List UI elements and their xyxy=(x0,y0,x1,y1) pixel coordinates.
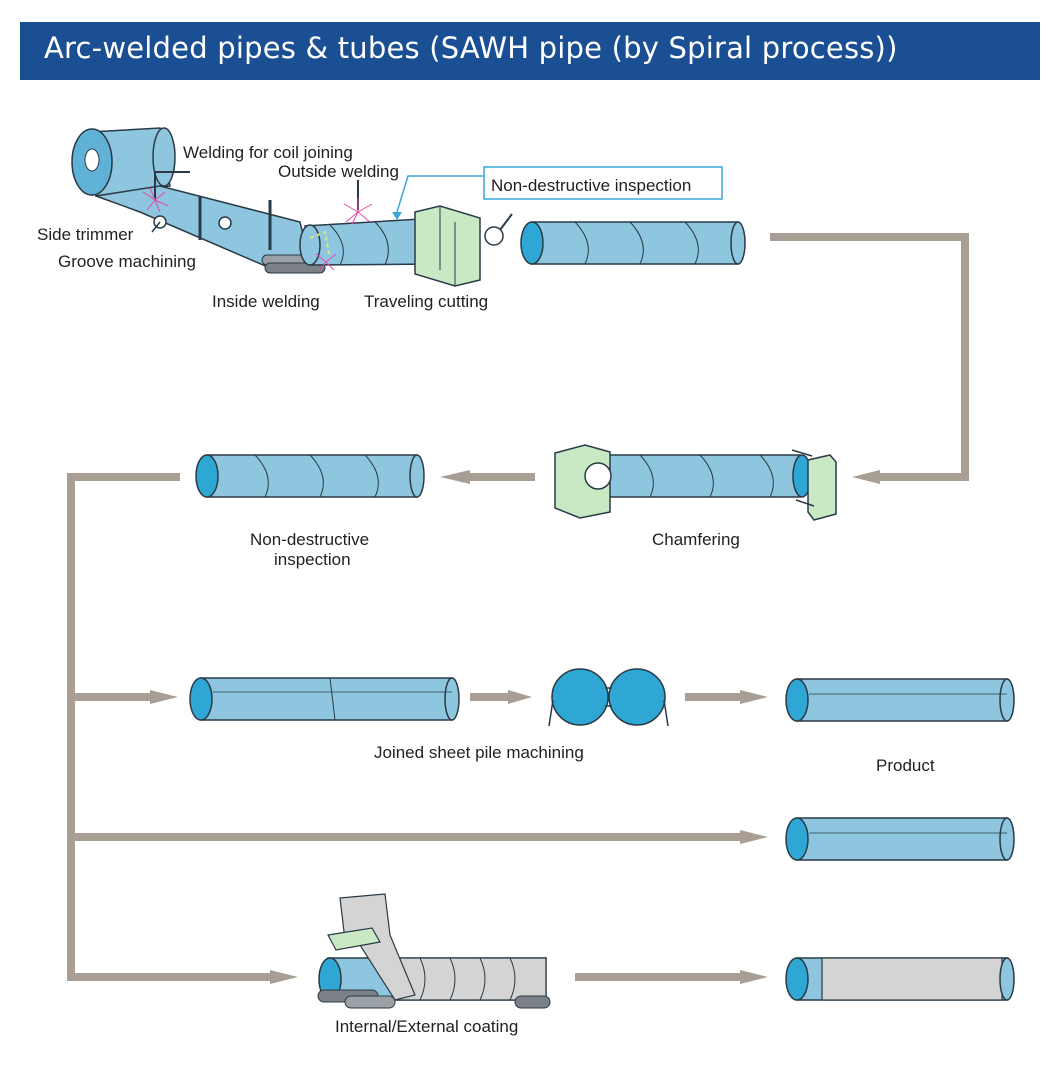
flow-arrow-to-sheetpile xyxy=(508,690,532,704)
chamfering-machine xyxy=(554,444,837,521)
coil-welding-torch xyxy=(154,171,190,200)
ndi-callout-leader xyxy=(396,175,485,213)
inside-weld-sparks-icon xyxy=(315,253,337,271)
inside-weld-path xyxy=(309,230,331,259)
coil-weld-sparks-icon xyxy=(142,187,169,213)
label-traveling-cutting: Traveling cutting xyxy=(364,292,488,311)
label-ndi-callout: Non-destructive inspection xyxy=(491,176,691,195)
coating-bracket xyxy=(327,927,381,951)
chamfer-head-right xyxy=(807,454,837,521)
coating-machine xyxy=(317,893,551,1009)
ndi-callout-box xyxy=(483,166,723,200)
title-bar: Arc-welded pipes & tubes (SAWH pipe (by … xyxy=(20,22,1040,80)
joined-pipe xyxy=(189,677,460,721)
flow-arrow-to-product-3 xyxy=(740,970,768,984)
product-pipe-1 xyxy=(785,678,1015,722)
label-inside-welding: Inside welding xyxy=(212,292,320,311)
spiral-pipe-1 xyxy=(520,221,746,265)
flow-arrow-to-joined-pipe xyxy=(150,690,178,704)
label-ndi-line2: inspection xyxy=(274,550,351,569)
label-side-trimmer: Side trimmer xyxy=(37,225,134,244)
label-ndi-line1: Non-destructive xyxy=(250,530,369,549)
ndi-marker-icon xyxy=(392,212,402,220)
flow-lines xyxy=(67,233,969,984)
flow-arrow-to-product-2 xyxy=(740,830,768,844)
label-coating: Internal/External coating xyxy=(335,1017,518,1036)
label-groove-machining: Groove machining xyxy=(58,252,196,271)
flow-arrow-to-ndi xyxy=(440,470,470,484)
label-joined-sheet-pile: Joined sheet pile machining xyxy=(374,743,584,762)
sheet-pile-cross-section xyxy=(548,668,669,727)
product-pipe-coated xyxy=(785,957,1015,1001)
label-product: Product xyxy=(876,756,935,775)
flow-arrow-to-coating xyxy=(270,970,298,984)
label-chamfering: Chamfering xyxy=(652,530,740,549)
label-outside-welding: Outside welding xyxy=(278,162,399,181)
flow-arrow-to-chamfering xyxy=(852,470,880,484)
flow-line-left-trunk xyxy=(67,473,270,981)
traveling-cutter-icon xyxy=(414,205,513,287)
forming-machine-illustration xyxy=(71,127,513,287)
flow-arrow-to-product-1 xyxy=(740,690,768,704)
groove-tool-icon xyxy=(218,216,232,230)
label-welding-coil: Welding for coil joining xyxy=(183,143,353,162)
spiral-pipe-ndi xyxy=(195,454,425,498)
flow-line-top-right xyxy=(770,233,969,481)
product-pipe-2 xyxy=(785,817,1015,861)
page-title: Arc-welded pipes & tubes (SAWH pipe (by … xyxy=(44,31,898,65)
outside-weld-sparks-icon xyxy=(343,198,373,225)
coating-rollers-icon xyxy=(317,989,551,1009)
